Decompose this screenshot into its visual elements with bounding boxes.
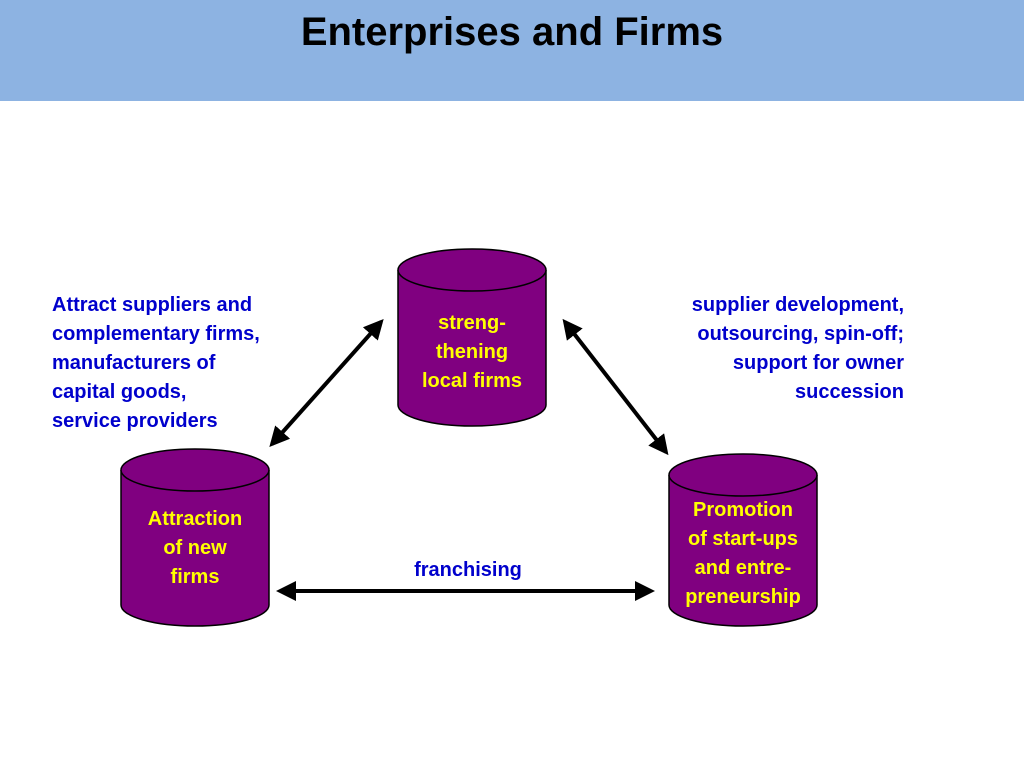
cylinder-local-body xyxy=(397,270,547,427)
cylinder-local-firms xyxy=(397,248,547,427)
annotation-line: capital goods, xyxy=(52,381,187,403)
cylinder-startups-body xyxy=(668,475,818,627)
arrow-local-startups xyxy=(562,318,669,456)
annotation-left: Attract suppliers and complementary firm… xyxy=(52,291,260,436)
cylinder-attraction xyxy=(120,448,270,627)
node-label-line: Attraction xyxy=(147,508,243,530)
annotation-right: supplier development, outsourcing, spin-… xyxy=(604,291,904,407)
node-label-line: firms xyxy=(170,566,220,588)
node-label-line: and entre- xyxy=(694,557,792,579)
arrow-attraction-local xyxy=(269,319,384,447)
cylinder-local-top xyxy=(397,248,547,292)
title-bar xyxy=(0,0,1024,101)
annotation-line: manufacturers of xyxy=(52,352,216,374)
node-label-line: preneurship xyxy=(685,586,801,608)
node-label-line: of start-ups xyxy=(688,528,798,550)
node-label-attraction: Attraction of new firms xyxy=(121,505,269,592)
node-label-local-firms: streng- thening local firms xyxy=(398,309,546,396)
cylinder-startups xyxy=(668,453,818,627)
cylinder-attraction-top xyxy=(120,448,270,492)
annotation-franchising: franchising xyxy=(414,559,522,581)
annotation-line: succession xyxy=(795,381,904,403)
node-label-line: Promotion xyxy=(693,499,793,521)
annotation-line: support for owner xyxy=(732,352,904,374)
annotation-line: service providers xyxy=(52,410,218,432)
slide-title: Enterprises and Firms xyxy=(300,10,724,54)
node-label-line: local firms xyxy=(421,370,523,392)
annotation-line: complementary firms, xyxy=(52,323,260,345)
annotation-line: Attract suppliers and xyxy=(52,294,253,316)
annotation-line: supplier development, xyxy=(691,294,904,316)
node-label-startups: Promotion of start-ups and entre- preneu… xyxy=(664,496,822,612)
node-label-line: thening xyxy=(435,341,509,363)
cylinder-attraction-body xyxy=(120,470,270,627)
cylinder-startups-top xyxy=(668,453,818,497)
annotation-line: outsourcing, spin-off; xyxy=(697,323,904,345)
node-label-line: streng- xyxy=(438,312,506,334)
node-label-line: of new xyxy=(163,537,227,559)
